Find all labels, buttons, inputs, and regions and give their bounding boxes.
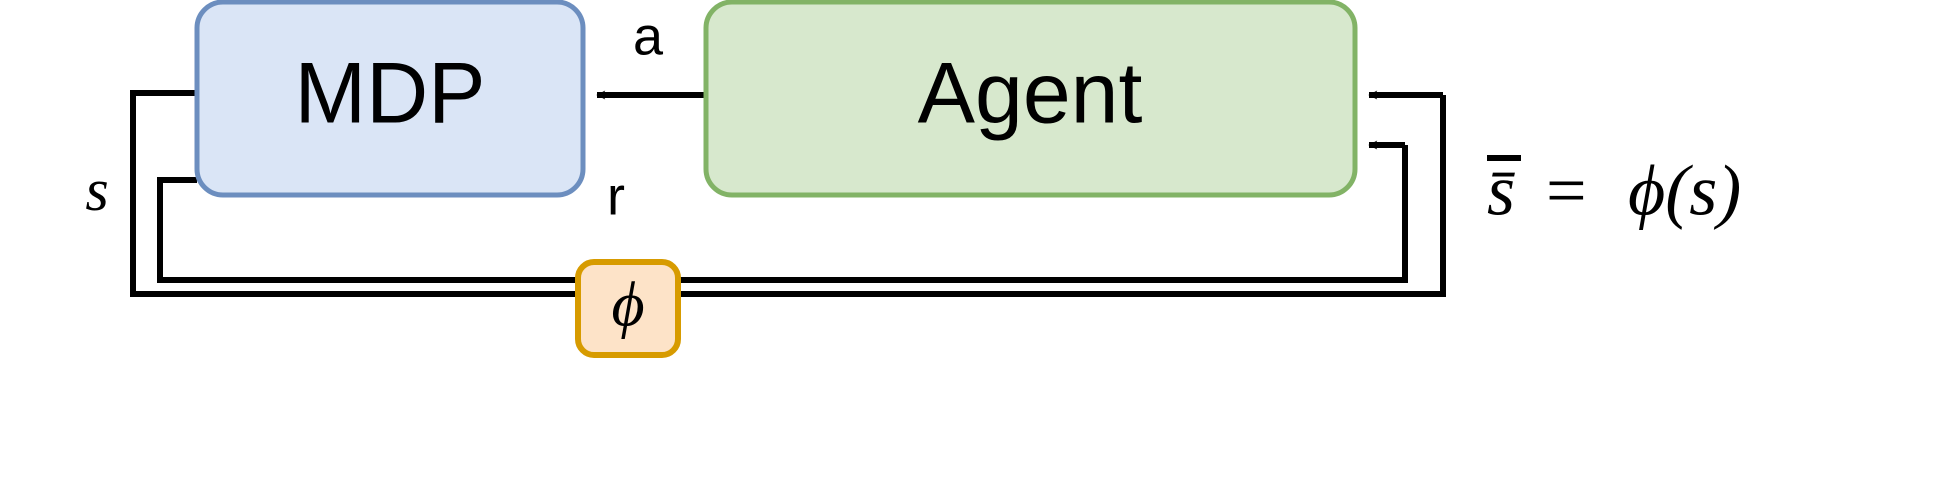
node-phi-label: ϕ <box>611 269 644 340</box>
node-mdp-shape[interactable] <box>194 0 586 198</box>
wire-state-path <box>130 90 1446 297</box>
node-agent[interactable]: Agent <box>703 0 1358 198</box>
node-agent-label: Agent <box>918 46 1143 142</box>
wire-reward-r <box>157 140 1408 283</box>
wire-reward-path <box>157 145 1408 283</box>
node-agent-shape[interactable] <box>703 0 1358 198</box>
edge-label-state: s <box>85 157 108 223</box>
node-mdp-label: MDP <box>294 46 485 142</box>
wire-state-s <box>130 90 1446 297</box>
equation-s-bar: s̄ <box>1487 151 1515 231</box>
node-mdp[interactable]: MDP <box>194 0 586 198</box>
edge-label-reward: r <box>607 166 625 226</box>
abstract-state-equation: s̄ = ϕ(s) <box>1487 151 1741 231</box>
equation-phi-of-s: ϕ(s) <box>1628 151 1741 231</box>
node-phi-shape[interactable] <box>575 259 681 358</box>
node-phi[interactable]: ϕ <box>575 259 681 358</box>
equation-equals: = <box>1546 151 1587 231</box>
edge-label-action: a <box>633 6 664 66</box>
